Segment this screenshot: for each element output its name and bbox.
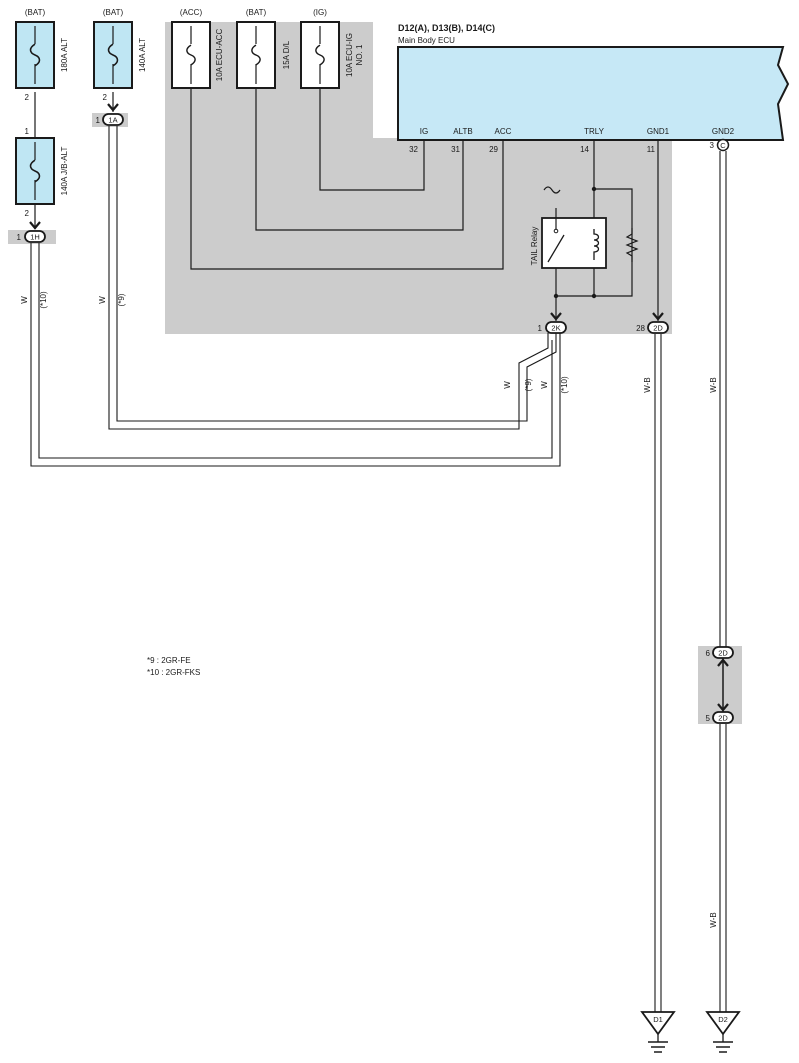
fuse-dl-rating: 15A D/L	[282, 40, 291, 69]
wire-2k-b-note: (*10)	[560, 376, 569, 394]
connector-2d-28-pin: 28	[636, 324, 645, 333]
fuse-dl-source: (BAT)	[246, 8, 267, 17]
connector-2k-pin: 1	[538, 324, 543, 333]
ecu-pin-31: 31	[451, 145, 460, 154]
connector-2d-shade	[698, 646, 742, 724]
ecu-terminal-gnd2: GND2	[712, 127, 735, 136]
connector-c-pin: 3	[710, 141, 715, 150]
wire-2k-b-color: W	[540, 381, 549, 389]
ecu-pin-11: 11	[647, 145, 656, 154]
arrow-2k	[550, 312, 562, 321]
fuse-jb-pin-top: 1	[25, 127, 30, 136]
connector-1h-id: 1H	[30, 233, 40, 242]
wire-dl-to-ecu	[255, 88, 464, 231]
connector-c-id: C	[720, 141, 726, 150]
wire-1a-color: W	[98, 296, 107, 304]
fuse-140a-jb-alt: 1 140A J/B-ALT 2	[15, 92, 69, 218]
fuse-acc-source: (ACC)	[180, 8, 203, 17]
fuse-180a-pin: 2	[25, 93, 30, 102]
ground-d1: D1	[640, 1011, 676, 1053]
connector-1a-pin: 1	[96, 116, 101, 125]
wire-gnd2-bottom-color: W-B	[709, 912, 718, 927]
arrow-1a	[107, 103, 119, 112]
fuse-10a-ecu-ig: (IG) 10A ECU-IG NO. 1	[300, 8, 364, 89]
ecu-terminal-altb: ALTB	[453, 127, 472, 136]
wire-ig-to-ecu	[319, 88, 425, 191]
wire-2k-a-note: (*9)	[524, 378, 533, 391]
connector-c-3: 3 C	[710, 138, 730, 152]
fuse-15a-dl: (BAT) 15A D/L	[236, 8, 291, 89]
harness-wires	[30, 126, 727, 1012]
connector-2d-6-pin: 6	[706, 649, 711, 658]
fuse-140a-pin: 2	[103, 93, 108, 102]
connector-2k: 1 2K	[538, 321, 567, 334]
wire-1h-note: (*10)	[39, 291, 48, 309]
arrow-2d-6	[717, 658, 729, 667]
wire-2k-a-color: W	[503, 381, 512, 389]
fuse-140a-rating: 140A ALT	[138, 38, 147, 72]
connector-2d-6-id: 2D	[718, 649, 728, 658]
connector-2d-28-id: 2D	[653, 324, 663, 333]
fuse-140a-source: (BAT)	[103, 8, 124, 17]
connector-2d-28: 28 2D	[636, 321, 669, 334]
ecu-terminal-gnd1: GND1	[647, 127, 670, 136]
fuse-180a-source: (BAT)	[25, 8, 46, 17]
fuse-180a-rating: 180A ALT	[60, 38, 69, 72]
ground-d1-label: D1	[653, 1015, 663, 1024]
connector-1h-pin: 1	[17, 233, 22, 242]
connector-1a-id: 1A	[108, 116, 117, 125]
fuse-ig-source: (IG)	[313, 8, 327, 17]
fuse-ig-rating-2: NO. 1	[355, 44, 364, 65]
fuse-180a-alt: (BAT) 180A ALT 2	[15, 8, 69, 102]
arrow-1h	[29, 221, 41, 230]
wire-acc-to-ecu	[190, 88, 504, 270]
note-10: *10 : 2GR-FKS	[147, 668, 200, 677]
arrow-2d-5	[717, 703, 729, 712]
note-9: *9 : 2GR-FE	[147, 656, 191, 665]
wire-gnd2-top-color: W-B	[709, 377, 718, 392]
tail-relay: TAIL Relay	[530, 141, 639, 299]
fuse-acc-rating: 10A ECU-ACC	[215, 29, 224, 82]
ecu-terminal-trly: TRLY	[584, 127, 605, 136]
ecu-pin-32: 32	[409, 145, 418, 154]
connector-2d-5: 5 2D	[706, 711, 734, 724]
ecu-pin-14: 14	[580, 145, 589, 154]
ecu-terminal-ig: IG	[420, 127, 428, 136]
connector-1h: 1 1H	[17, 230, 46, 243]
fuse-ig-rating-1: 10A ECU-IG	[345, 33, 354, 77]
connector-2d-6: 6 2D	[706, 646, 734, 659]
wire-1h-color: W	[20, 296, 29, 304]
fuse-10a-ecu-acc: (ACC) 10A ECU-ACC	[171, 8, 224, 89]
connector-2k-id: 2K	[551, 324, 560, 333]
connector-2d-5-id: 2D	[718, 714, 728, 723]
ground-d2-label: D2	[718, 1015, 728, 1024]
main-body-ecu: D12(A), D13(B), D14(C) Main Body ECU IG …	[397, 23, 790, 154]
connector-1a: 1 1A	[96, 113, 124, 126]
wire-gnd1-color: W-B	[643, 377, 652, 392]
fuse-jb-rating: 140A J/B-ALT	[60, 147, 69, 196]
arrow-2d-28	[652, 312, 664, 321]
tail-relay-label: TAIL Relay	[530, 227, 539, 266]
ecu-pin-29: 29	[489, 145, 498, 154]
ecu-title: D12(A), D13(B), D14(C)	[398, 23, 495, 33]
wire-1a-note: (*9)	[117, 293, 126, 306]
fuse-jb-pin-bottom: 2	[25, 209, 30, 218]
fuse-140a-alt: (BAT) 140A ALT 2	[93, 8, 147, 102]
connector-2d-5-pin: 5	[706, 714, 711, 723]
ground-d2: D2	[705, 1011, 741, 1053]
ecu-terminal-acc: ACC	[495, 127, 512, 136]
ecu-subtitle: Main Body ECU	[398, 36, 455, 45]
